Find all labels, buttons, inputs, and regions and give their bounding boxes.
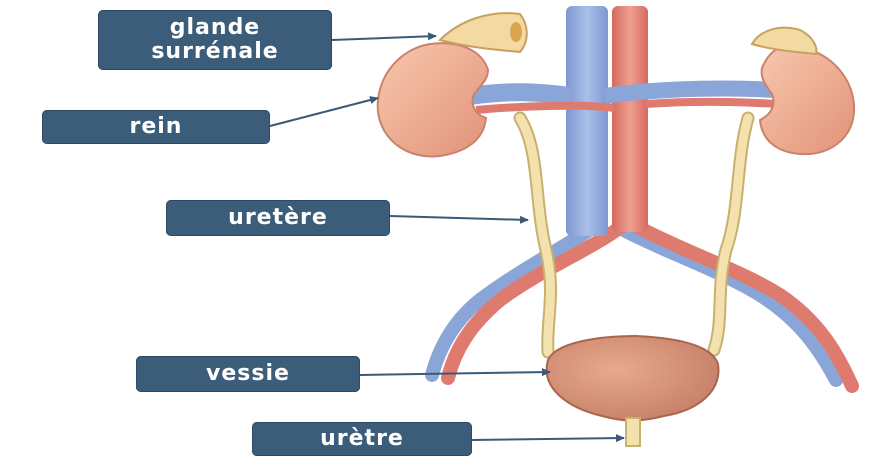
label-rein-text: rein bbox=[130, 115, 183, 139]
label-vessie-text: vessie bbox=[206, 362, 290, 386]
arrow-uretere bbox=[390, 216, 528, 220]
right-adrenal-gland bbox=[752, 28, 816, 54]
right-kidney bbox=[760, 46, 854, 154]
arrow-uretre bbox=[472, 438, 624, 440]
label-vessie: vessie bbox=[136, 356, 360, 392]
aorta bbox=[612, 6, 648, 232]
label-glande-surrenale: glande surrénale bbox=[98, 10, 332, 70]
label-glande-line1: glande bbox=[170, 16, 260, 40]
bladder bbox=[547, 336, 719, 421]
label-uretere: uretère bbox=[166, 200, 390, 236]
label-glande-line2: surrénale bbox=[151, 40, 278, 64]
label-rein: rein bbox=[42, 110, 270, 144]
arrow-glande bbox=[332, 36, 436, 40]
left-kidney bbox=[378, 43, 488, 156]
vena-cava bbox=[566, 6, 608, 236]
urethra bbox=[626, 418, 640, 446]
label-uretre-text: urètre bbox=[320, 427, 404, 451]
label-uretere-text: uretère bbox=[228, 206, 328, 230]
arrow-rein bbox=[270, 98, 378, 126]
label-uretre: urètre bbox=[252, 422, 472, 456]
